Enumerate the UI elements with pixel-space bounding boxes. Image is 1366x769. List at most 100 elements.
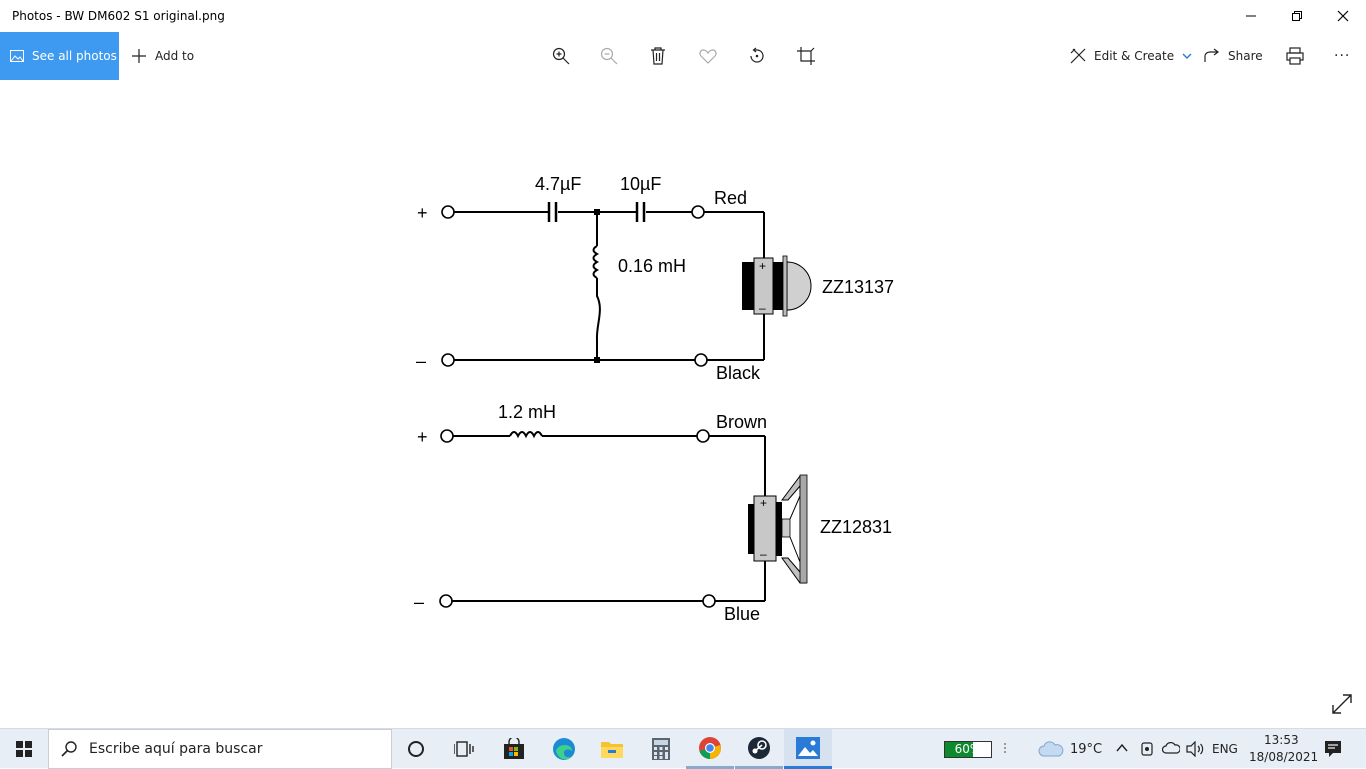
meet-now-icon[interactable] [1140, 741, 1154, 757]
file-explorer-icon [601, 742, 623, 758]
plus-sign: + [417, 203, 428, 223]
expand-icon[interactable] [1330, 692, 1354, 716]
inductor-label: 0.16 mH [618, 256, 686, 276]
cloud-icon[interactable] [1038, 741, 1064, 757]
grip-icon [1004, 743, 1006, 755]
terminal [694, 353, 708, 367]
printer-icon [1286, 47, 1304, 65]
add-to-button[interactable]: Add to [131, 32, 194, 80]
tweeter-driver [742, 255, 812, 317]
cap2-label: 10µF [620, 174, 661, 194]
wire-black-label: Black [716, 363, 761, 383]
wire-brown-label: Brown [716, 412, 767, 432]
terminal [691, 205, 705, 219]
battery-label: 60% [954, 742, 982, 756]
taskbar: Escribe aquí para buscar 60% 19°C ENG 13… [0, 728, 1366, 769]
inductor-coil [509, 431, 543, 439]
photo-canvas[interactable]: + – + – 4.7µF 10µF Red 0.16 mH ZZ13137 B… [0, 80, 1366, 728]
steam-button[interactable] [735, 729, 783, 769]
inductor-coil [592, 245, 600, 279]
crop-icon [797, 47, 815, 65]
rotate-icon [750, 47, 764, 63]
plus-sign: + [417, 427, 428, 447]
edge-icon [553, 738, 575, 760]
calculator-button[interactable] [637, 729, 685, 769]
cortana-icon [408, 741, 424, 757]
clock-time[interactable]: 13:53 [1264, 733, 1299, 747]
driver-minus: – [759, 301, 766, 315]
language-indicator[interactable]: ENG [1212, 742, 1238, 756]
plus-icon [132, 49, 146, 63]
chrome-button[interactable] [686, 729, 734, 769]
restore-icon [1292, 11, 1302, 21]
crop-button[interactable] [794, 44, 818, 68]
edit-create-button[interactable]: Edit & Create [1070, 32, 1192, 80]
cortana-button[interactable] [392, 729, 440, 769]
zoom-out-button[interactable] [597, 44, 621, 68]
notifications-icon[interactable] [1324, 740, 1342, 758]
search-icon [61, 741, 77, 757]
see-all-photos-button[interactable]: See all photos [0, 32, 119, 80]
minus-sign: – [414, 592, 424, 612]
heart-icon [699, 49, 717, 64]
edge-button[interactable] [540, 729, 588, 769]
add-to-label: Add to [155, 49, 195, 63]
chevron-up-icon[interactable] [1116, 743, 1128, 753]
store-icon [504, 738, 524, 759]
share-label: Share [1228, 49, 1263, 63]
schematic-image: + – + – 4.7µF 10µF Red 0.16 mH ZZ13137 B… [414, 174, 894, 624]
terminal [441, 353, 455, 367]
driver-plus: + [760, 496, 767, 510]
steam-icon [748, 736, 770, 759]
delete-button[interactable] [646, 44, 670, 68]
tweeter-model-label: ZZ13137 [822, 277, 894, 297]
terminal [441, 205, 455, 219]
volume-icon[interactable] [1186, 741, 1204, 757]
title-bar: Photos - BW DM602 S1 original.png [0, 0, 1366, 32]
restore-button[interactable] [1274, 0, 1320, 32]
onedrive-icon[interactable] [1162, 742, 1180, 754]
store-button[interactable] [490, 729, 538, 769]
share-icon [1204, 48, 1219, 62]
print-button[interactable] [1283, 44, 1307, 68]
more-label: ··· [1334, 48, 1351, 64]
cap1-label: 4.7µF [535, 174, 581, 194]
file-explorer-button[interactable] [588, 729, 636, 769]
taskbar-search[interactable]: Escribe aquí para buscar [48, 729, 392, 769]
photos-taskbar-button[interactable] [784, 729, 832, 769]
weather-label[interactable]: 19°C [1070, 742, 1103, 757]
photos-icon [796, 736, 820, 759]
windows-icon [16, 741, 32, 757]
wire-red-label: Red [714, 188, 747, 208]
calculator-icon [652, 738, 670, 760]
close-icon [1337, 10, 1349, 22]
toolbar: See all photos Add to Edit & Create Shar… [0, 32, 1366, 80]
clock-date[interactable]: 18/08/2021 [1249, 750, 1319, 764]
see-all-label: See all photos [32, 49, 117, 63]
photos-icon [10, 50, 24, 62]
trash-icon [651, 47, 665, 65]
minus-sign: – [416, 351, 426, 371]
terminal [439, 594, 453, 608]
favorite-button[interactable] [696, 44, 720, 68]
rotate-button[interactable] [745, 44, 769, 68]
zoom-out-icon [600, 47, 618, 65]
zoom-in-button[interactable] [549, 44, 573, 68]
minimize-icon [1246, 15, 1256, 17]
driver-minus: – [760, 547, 767, 561]
search-placeholder: Escribe aquí para buscar [89, 741, 263, 757]
start-button[interactable] [0, 729, 48, 769]
junction-dot [594, 209, 600, 215]
more-button[interactable]: ··· [1334, 32, 1350, 80]
battery-indicator[interactable]: 60% [944, 741, 992, 758]
wire [595, 278, 601, 360]
junction-dot [594, 357, 600, 363]
close-button[interactable] [1320, 0, 1366, 32]
terminal [696, 429, 710, 443]
share-button[interactable]: Share [1204, 32, 1263, 80]
woofer-driver [748, 474, 808, 584]
inductor-label: 1.2 mH [498, 402, 556, 422]
task-view-button[interactable] [440, 729, 488, 769]
wire-blue-label: Blue [724, 604, 760, 624]
minimize-button[interactable] [1228, 0, 1274, 32]
